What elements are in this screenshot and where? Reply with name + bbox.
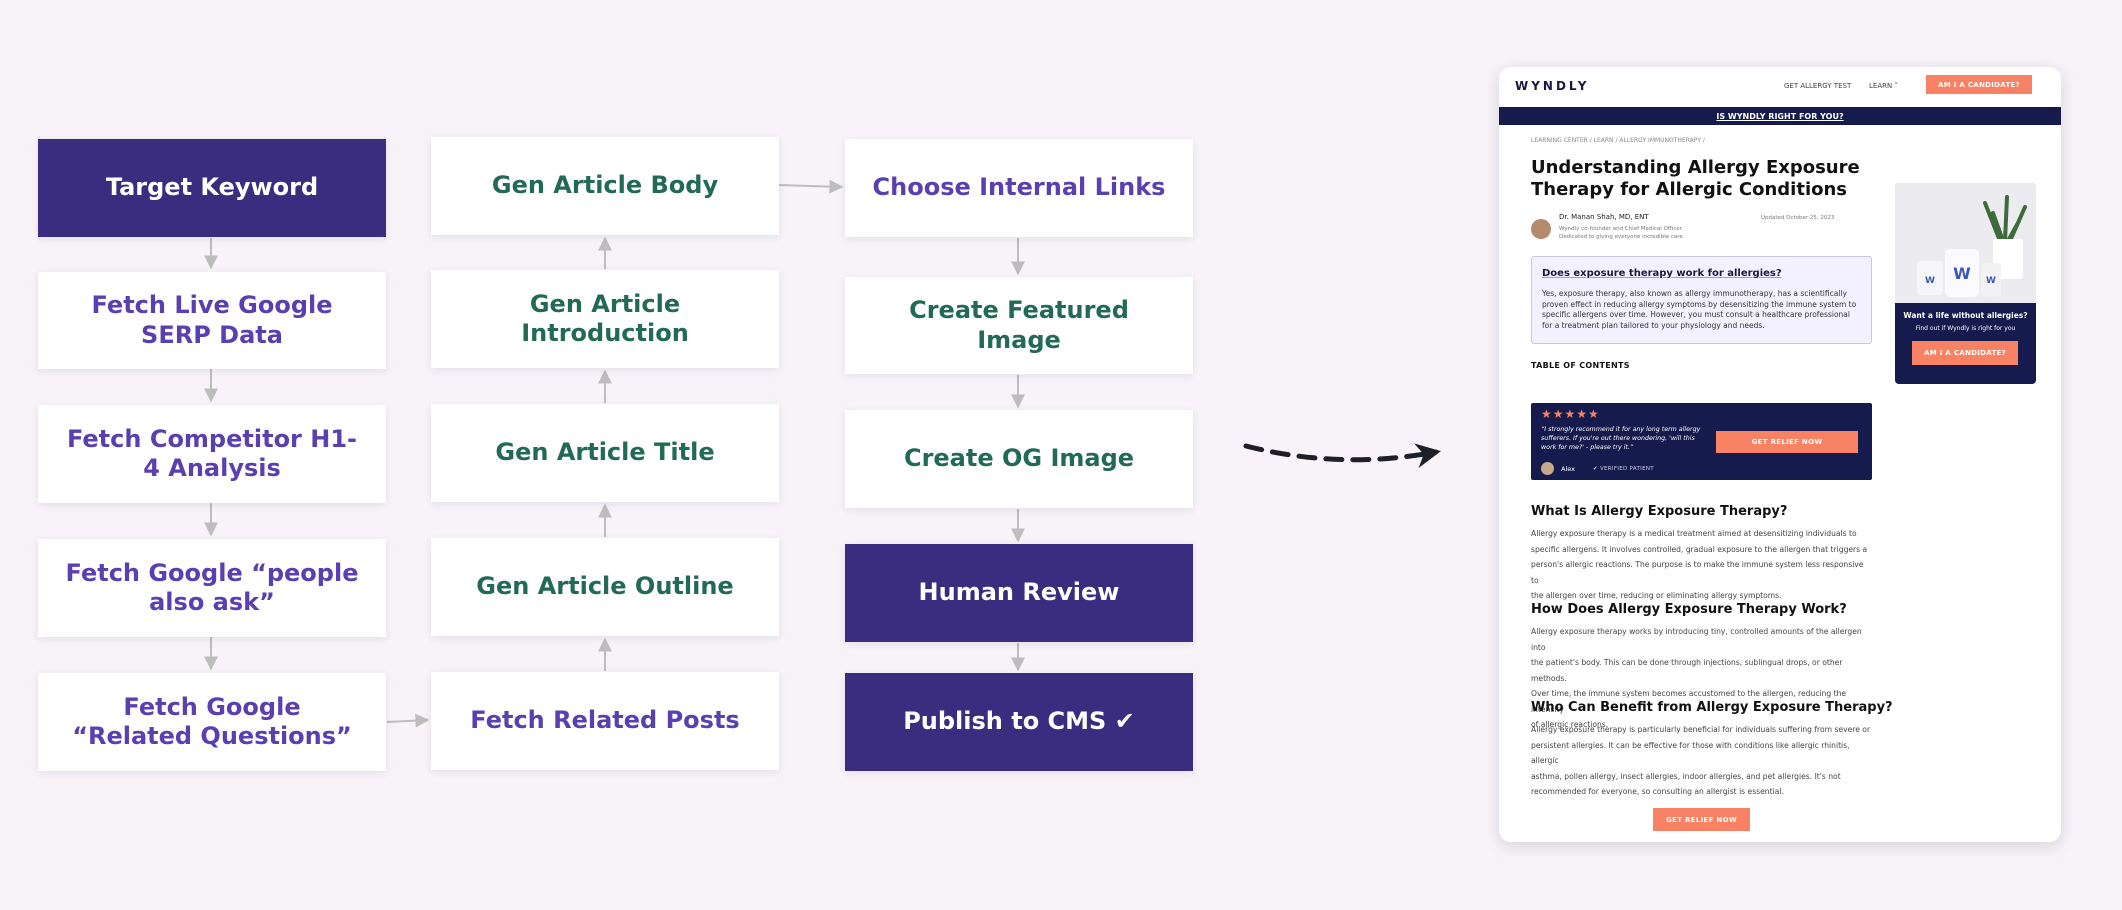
section-heading: Who Can Benefit from Allergy Exposure Th…: [1531, 700, 1893, 715]
star-rating-icon: ★★★★★: [1541, 407, 1600, 421]
node-fetch-related-posts: Fetch Related Posts: [431, 672, 779, 770]
nav-learn[interactable]: LEARN ˅: [1869, 82, 1898, 90]
bottle-logo-large: W: [1953, 264, 1971, 283]
node-label: Human Review: [918, 578, 1120, 607]
node-label: Gen Article Introduction: [521, 289, 689, 347]
node-people-also-ask: Fetch Google “people also ask”: [38, 539, 386, 637]
paragraph-line: Allergy exposure therapy works by introd…: [1531, 627, 1862, 652]
paragraph-line: asthma, pollen allergy, insect allergies…: [1531, 771, 1841, 781]
bottom-cta-button[interactable]: GET RELIEF NOW: [1653, 808, 1750, 831]
sidebar-heading: Want a life without allergies?: [1903, 311, 2028, 320]
updated-date: Updated October 25, 2023: [1761, 215, 1835, 221]
paragraph-line: the allergen over time, reducing or elim…: [1531, 591, 1782, 601]
paragraph-line: the patient's body. This can be done thr…: [1531, 658, 1843, 683]
node-target-keyword: Target Keyword: [38, 139, 386, 237]
article-title-line2: Therapy for Allergic Conditions: [1531, 179, 1848, 200]
section-paragraph: Allergy exposure therapy is a medical tr…: [1531, 526, 1872, 604]
node-label: Publish to CMS ✔: [903, 707, 1135, 736]
node-gen-body: Gen Article Body: [431, 137, 779, 235]
paragraph-line: Allergy exposure therapy is a medical tr…: [1531, 529, 1857, 538]
nav-get-allergy-test[interactable]: GET ALLERGY TEST: [1784, 82, 1852, 90]
node-label: Create Featured Image: [909, 296, 1129, 354]
node-label: Fetch Live Google SERP Data: [91, 291, 333, 349]
product-image: W W W: [1895, 183, 2036, 303]
node-gen-title: Gen Article Title: [431, 404, 779, 502]
table-of-contents[interactable]: TABLE OF CONTENTS: [1531, 361, 1630, 370]
testimonial-card: ★★★★★ “I strongly recommend it for any l…: [1531, 403, 1872, 480]
breadcrumb: LEARNING CENTER / LEARN / ALLERGY IMMUNO…: [1531, 137, 1705, 144]
header-candidate-button[interactable]: AM I A CANDIDATE?: [1926, 75, 2032, 94]
paragraph-line: recommended for everyone, so consulting …: [1531, 787, 1784, 797]
paragraph-line: of allergic reactions.: [1531, 720, 1609, 730]
faq-question: Does exposure therapy work for allergies…: [1542, 268, 1782, 279]
author-tagline: Dedicated to giving everyone incredible …: [1559, 234, 1683, 240]
faq-answer: Yes, exposure therapy, also known as all…: [1542, 289, 1857, 330]
node-fetch-serp: Fetch Live Google SERP Data: [38, 272, 386, 369]
arrow-c1-c2: [386, 713, 430, 728]
article-title-line1: Understanding Allergy Exposure: [1531, 157, 1860, 178]
banner-link[interactable]: IS WYNDLY RIGHT FOR YOU?: [1499, 107, 2061, 125]
paragraph-line: Over time, the immune system becomes acc…: [1531, 689, 1847, 714]
product-illustration: W W W: [1895, 183, 2036, 303]
node-label: Fetch Google “Related Questions”: [72, 692, 352, 750]
arrow-c2-c3: [778, 179, 844, 194]
sidebar-candidate-button[interactable]: AM I A CANDIDATE?: [1912, 341, 2018, 365]
sidebar-subtext: Find out if Wyndly is right for you: [1915, 325, 2016, 332]
node-related-questions: Fetch Google “Related Questions”: [38, 673, 386, 771]
node-fetch-competitor: Fetch Competitor H1-4 Analysis: [38, 405, 386, 503]
node-gen-outline: Gen Article Outline: [431, 538, 779, 636]
testimonial-quote: “I strongly recommend it for any long te…: [1541, 426, 1701, 451]
testimonial-author: Alex: [1561, 465, 1575, 473]
node-label: Target Keyword: [105, 173, 319, 202]
node-gen-introduction: Gen Article Introduction: [431, 270, 779, 368]
section-heading: How Does Allergy Exposure Therapy Work?: [1531, 602, 1847, 617]
paragraph-line: Allergy exposure therapy is particularly…: [1531, 725, 1871, 734]
node-label: Fetch Google “people also ask”: [65, 558, 359, 616]
faq-box: Does exposure therapy work for allergies…: [1531, 256, 1872, 344]
paragraph-line: specific allergens. It involves controll…: [1531, 544, 1868, 554]
author-name: Dr. Manan Shah, MD, ENT: [1559, 213, 1649, 221]
wyndly-logo: WYNDLY: [1515, 79, 1590, 93]
node-label: Fetch Competitor H1-4 Analysis: [66, 424, 357, 482]
node-label: Gen Article Title: [495, 438, 715, 467]
node-label: Create OG Image: [903, 444, 1135, 473]
paragraph-line: person's allergic reactions. The purpose…: [1531, 560, 1864, 585]
verified-badge: ✔ VERIFIED PATIENT: [1593, 466, 1654, 472]
author-role: Wyndly co-founder and Chief Medical Offi…: [1559, 226, 1682, 232]
node-label: Choose Internal Links: [872, 173, 1166, 202]
paragraph-line: persistent allergies. It can be effectiv…: [1531, 740, 1850, 766]
node-human-review: Human Review: [845, 544, 1193, 642]
bottle-logo-small: W: [1925, 276, 1935, 286]
article-page-preview: WYNDLY GET ALLERGY TEST LEARN ˅ AM I A C…: [1499, 67, 2061, 842]
bottle-logo-medium: W: [1986, 276, 1996, 286]
node-internal-links: Choose Internal Links: [845, 139, 1193, 237]
section-heading: What Is Allergy Exposure Therapy?: [1531, 504, 1788, 519]
node-featured-image: Create Featured Image: [845, 277, 1193, 374]
dashed-arrow: [1243, 443, 1441, 468]
section-paragraph: Allergy exposure therapy is particularly…: [1531, 722, 1872, 800]
section-paragraph: Allergy exposure therapy works by introd…: [1531, 624, 1872, 733]
node-label: Fetch Related Posts: [470, 706, 740, 735]
node-publish-cms: Publish to CMS ✔: [845, 673, 1193, 771]
node-label: Gen Article Body: [491, 171, 719, 200]
testimonial-avatar: [1541, 462, 1554, 475]
node-og-image: Create OG Image: [845, 410, 1193, 508]
sidebar-card: W W W Want a life without allergies? Fin…: [1895, 183, 2036, 384]
testimonial-cta-button[interactable]: GET RELIEF NOW: [1716, 431, 1858, 453]
author-avatar: [1531, 219, 1551, 239]
node-label: Gen Article Outline: [476, 572, 734, 601]
